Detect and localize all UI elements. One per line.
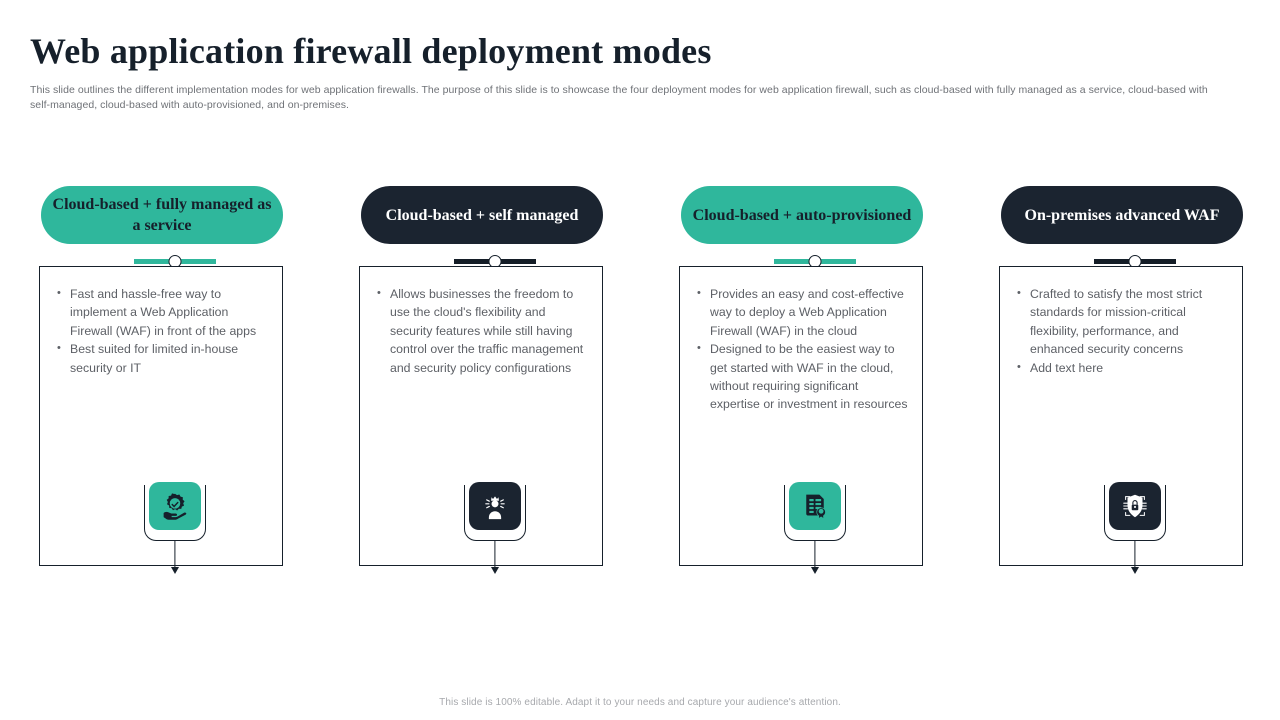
- card-title-pill: Cloud-based + self managed: [361, 186, 603, 244]
- list-item: Provides an easy and cost-effective way …: [697, 284, 908, 340]
- card-bullet-list: Crafted to satisfy the most strict stand…: [1010, 284, 1228, 377]
- card-icon-tab: [464, 482, 526, 541]
- card-connector: [990, 244, 1280, 268]
- card-icon-tab: [1104, 482, 1166, 541]
- deployment-modes-row: Cloud-based + fully managed as a service…: [0, 186, 1280, 646]
- card-title-pill: Cloud-based + auto-provisioned: [681, 186, 923, 244]
- list-item: Crafted to satisfy the most strict stand…: [1017, 284, 1228, 359]
- card-icon-tab: [144, 482, 206, 541]
- list-item: Designed to be the easiest way to get st…: [697, 339, 908, 414]
- list-item: Best suited for limited in-house securit…: [57, 339, 268, 377]
- list-item: Allows businesses the freedom to use the…: [377, 284, 588, 377]
- card-connector: [670, 244, 960, 268]
- mode-card-cloud-auto-provisioned[interactable]: Cloud-based + auto-provisioned Provides …: [670, 186, 960, 574]
- list-item: Fast and hassle-free way to implement a …: [57, 284, 268, 340]
- slide-footer: This slide is 100% editable. Adapt it to…: [439, 697, 841, 708]
- card-bullet-list: Allows businesses the freedom to use the…: [370, 284, 588, 377]
- flow-arrow-icon: [1128, 541, 1142, 577]
- certificate-document-icon: [789, 482, 841, 530]
- person-idea-crown-icon: [469, 482, 521, 530]
- card-connector: [30, 244, 320, 268]
- mode-card-cloud-fully-managed[interactable]: Cloud-based + fully managed as a service…: [30, 186, 320, 574]
- mode-card-on-premises-advanced-waf[interactable]: On-premises advanced WAF Crafted to sati…: [990, 186, 1280, 574]
- flow-arrow-icon: [168, 541, 182, 577]
- card-bullet-list: Provides an easy and cost-effective way …: [690, 284, 908, 414]
- card-icon-tab: [784, 482, 846, 541]
- mode-card-cloud-self-managed[interactable]: Cloud-based + self managed Allows busine…: [350, 186, 640, 574]
- card-title-pill: Cloud-based + fully managed as a service: [41, 186, 283, 244]
- hand-holding-gear-check-icon: [149, 482, 201, 530]
- shield-lock-circuit-icon: [1109, 482, 1161, 530]
- card-connector: [350, 244, 640, 268]
- flow-arrow-icon: [488, 541, 502, 577]
- card-bullet-list: Fast and hassle-free way to implement a …: [50, 284, 268, 377]
- list-item: Add text here: [1017, 358, 1228, 377]
- slide-title: Web application firewall deployment mode…: [30, 31, 712, 71]
- card-title-pill: On-premises advanced WAF: [1001, 186, 1243, 244]
- flow-arrow-icon: [808, 541, 822, 577]
- slide-subtitle: This slide outlines the different implem…: [30, 84, 1208, 111]
